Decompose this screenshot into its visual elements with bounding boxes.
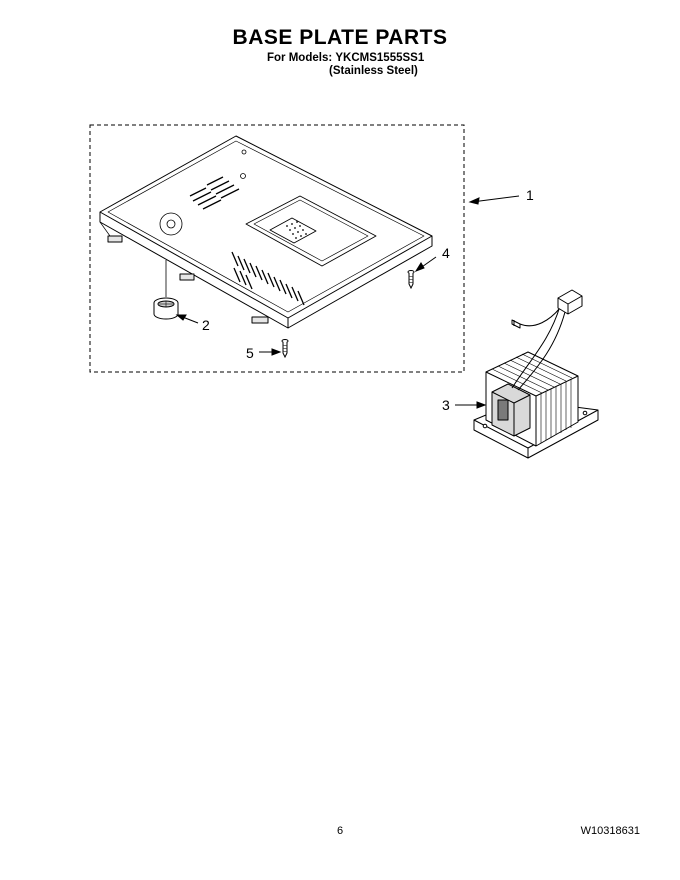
- screw-part-5: [281, 339, 289, 359]
- document-number: W10318631: [580, 825, 640, 837]
- callout-2: 2: [202, 317, 210, 333]
- callout-5: 5: [246, 345, 254, 361]
- model-number: YKCMS1555SS1: [335, 52, 425, 64]
- model-finish: (Stainless Steel): [329, 65, 418, 77]
- base-plate-part: [99, 135, 433, 329]
- callout-1: 1: [526, 187, 534, 203]
- models-label: For Models:: [267, 52, 333, 64]
- page-number: 6: [336, 825, 344, 837]
- screw-part-4: [407, 270, 415, 290]
- foot-part: [153, 260, 179, 320]
- callout-4: 4: [442, 245, 450, 261]
- transformer-part: [473, 289, 599, 459]
- models-block: For Models: YKCMS1555SS1 (Stainless Stee…: [267, 52, 424, 78]
- leader-lines: [175, 195, 520, 409]
- callout-3: 3: [442, 397, 450, 413]
- assembly-boundary: [89, 124, 465, 373]
- page-title: BASE PLATE PARTS: [232, 26, 448, 49]
